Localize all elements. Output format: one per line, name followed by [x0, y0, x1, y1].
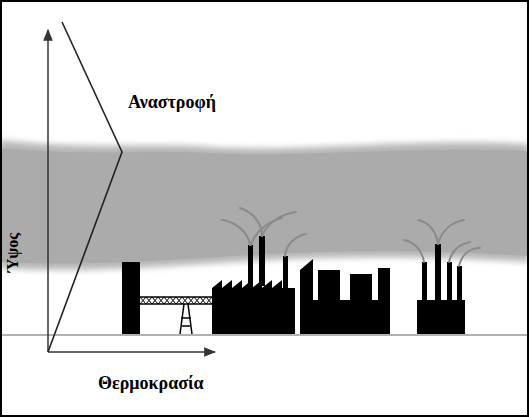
smoke-plume — [251, 218, 282, 245]
building — [300, 259, 390, 334]
bridge-truss — [140, 297, 212, 304]
temperature-axis — [48, 351, 215, 353]
chimney — [248, 245, 253, 290]
smoke-plume — [262, 212, 296, 236]
smoke-plume — [240, 208, 262, 236]
smoke-plume — [418, 220, 438, 244]
bridge-pylon — [180, 304, 192, 334]
bridge-truss — [140, 297, 212, 304]
smoke-plume — [222, 220, 250, 245]
axis-label: Θερμοκρασία — [98, 374, 204, 394]
ground-line — [0, 334, 529, 336]
chimney — [435, 244, 441, 302]
smoke-plume — [404, 240, 424, 262]
smoke-plume — [459, 248, 480, 266]
smoke — [222, 208, 480, 266]
conveyor-bridge — [140, 297, 212, 334]
smoke-plume — [285, 234, 306, 256]
building — [122, 262, 140, 334]
chimney — [447, 262, 452, 302]
factory — [212, 280, 295, 334]
axis-label: Ύψος — [4, 218, 22, 288]
temperature-profile — [48, 22, 122, 352]
chimney — [457, 266, 462, 302]
layer-label: Αναστροφή — [128, 93, 216, 113]
height-axis — [47, 30, 49, 352]
chimney — [422, 262, 427, 302]
smoke-plume — [438, 220, 464, 244]
chimney — [259, 236, 265, 286]
chimney — [283, 256, 288, 290]
factory — [417, 300, 465, 334]
